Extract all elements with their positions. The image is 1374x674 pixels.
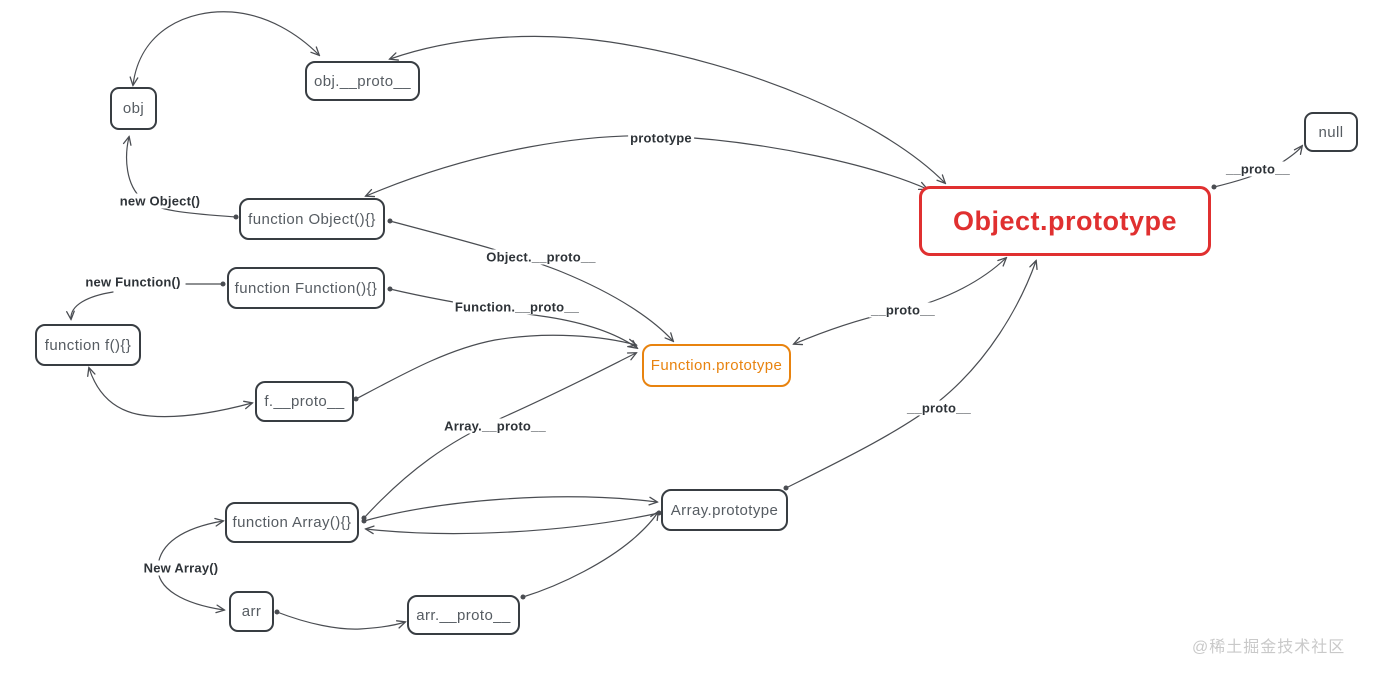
edge-objectprototype-null (1214, 146, 1302, 187)
node-f-proto: f.__proto__ (255, 381, 354, 422)
edge-objproto-objectprototype (390, 35, 945, 183)
node-object-prototype: Object.prototype (919, 186, 1211, 256)
edge-label-proto-arrayprototype: __proto__ (905, 400, 973, 416)
edge-new-function-curve (71, 291, 114, 319)
edge-obj-objproto-arc (133, 11, 319, 85)
edge-label-array-proto: Array.__proto__ (442, 418, 548, 434)
node-function-array: function Array(){} (225, 502, 359, 543)
edge-arrproto-arrayprototype (523, 512, 658, 597)
edge-label-proto-null: __proto__ (1224, 161, 1292, 177)
node-array-prototype: Array.prototype (661, 489, 788, 531)
node-obj: obj (110, 87, 157, 130)
edge-fproto-functionprototype (356, 334, 636, 399)
edge-arrayprototype-funcarray-bottom (366, 513, 659, 534)
node-arr: arr (229, 591, 274, 632)
node-function-object: function Object(){} (239, 198, 385, 240)
edge-label-function-proto: Function.__proto__ (452, 299, 582, 315)
node-function-f: function f(){} (35, 324, 141, 366)
edge-object-proto (390, 221, 673, 341)
edge-label-proto-functionprototype: __proto__ (869, 302, 937, 318)
edge-label-new-object: new Object() (117, 193, 203, 209)
node-null: null (1304, 112, 1358, 152)
watermark: @稀土掘金技术社区 (1192, 639, 1346, 656)
edge-array-proto (364, 353, 636, 518)
edge-label-object-proto: Object.__proto__ (484, 249, 598, 265)
edge-funcarray-arrayprototype-top (364, 496, 657, 521)
node-function-function: function Function(){} (227, 267, 385, 309)
edge-label-new-array: New Array() (141, 560, 221, 576)
edge-f-fproto (89, 368, 252, 418)
edge-label-prototype: prototype (628, 130, 694, 146)
node-arr-proto: arr.__proto__ (407, 595, 520, 635)
edge-functionprototype-objectprototype (794, 258, 1006, 344)
edge-function-proto (390, 289, 637, 348)
edge-arr-arrproto (277, 612, 405, 630)
node-function-prototype: Function.prototype (642, 344, 791, 387)
edge-arrayprototype-objectprototype (786, 261, 1036, 488)
node-obj-proto: obj.__proto__ (305, 61, 420, 101)
edge-label-new-function: new Function() (83, 274, 183, 290)
